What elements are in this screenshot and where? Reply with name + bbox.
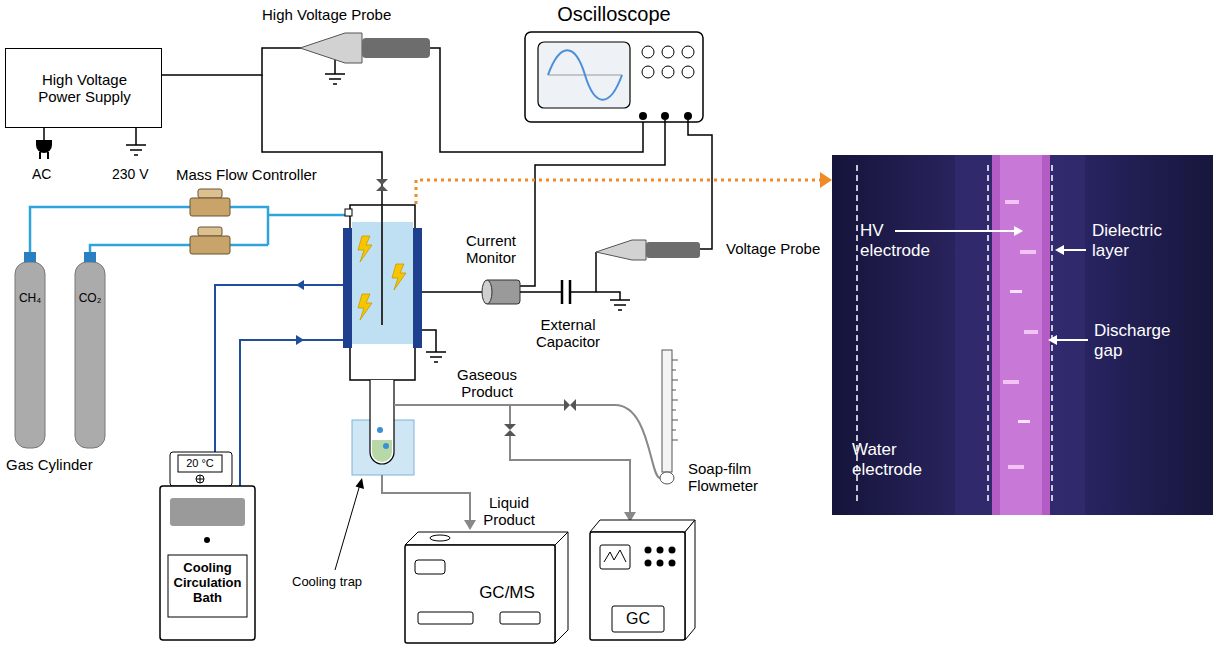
power-supply-box: High Voltage Power Supply (5, 48, 162, 128)
gcms-instrument: GC/MS (405, 545, 555, 643)
flowmeter-label: Soap-film Flowmeter (688, 460, 778, 495)
node-text: Cooling Circulation Bath (169, 561, 246, 606)
node-text: GC/MS (467, 583, 547, 603)
node-text: Dielectric layer (1092, 221, 1197, 260)
node-text: HV electrode (860, 221, 952, 260)
gas-cylinder: CO₂ (75, 292, 105, 310)
cooling-bath: 20 °C Cooling Circulation Bath (160, 452, 255, 640)
supply-label: AC (32, 166, 62, 182)
probe-label: High Voltage Probe (262, 6, 442, 23)
trap-label: Cooling trap (292, 575, 382, 590)
oscilloscope: Oscilloscope (520, 3, 708, 124)
node-text: Water electrode (852, 440, 962, 479)
monitor-label: Current Monitor (455, 232, 527, 267)
node-text: GC (612, 610, 664, 628)
node-text: High Voltage Power Supply (27, 71, 142, 106)
capacitor-label: External Capacitor (528, 316, 608, 351)
cylinder-label: Gas Cylinder (6, 456, 116, 473)
product-label: Liquid Product (478, 494, 540, 529)
node-text: Oscilloscope (520, 3, 708, 26)
product-label: Gaseous Product (452, 366, 522, 401)
supply-label: 230 V (112, 166, 162, 182)
probe-label: Voltage Probe (726, 240, 826, 257)
node-text: 20 °C (178, 457, 222, 470)
gc-instrument: GC (590, 520, 685, 642)
node-text: Discharge gap (1094, 321, 1199, 360)
node-text: CH₄ (9, 292, 51, 306)
plasma-photo: HV electrode Dielectric layerDischarge ga… (832, 155, 1213, 515)
controller-label: Mass Flow Controller (176, 166, 346, 183)
gas-cylinder: CH₄ (15, 292, 45, 310)
node-text: CO₂ (69, 292, 111, 306)
